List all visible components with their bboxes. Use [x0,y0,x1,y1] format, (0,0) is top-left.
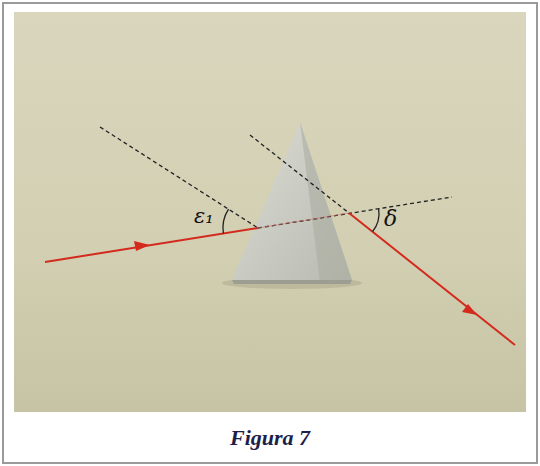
angle-label: δ [384,207,397,231]
angle-label: ε₁ [194,205,214,228]
figure-caption: Figura 7 [0,426,540,450]
